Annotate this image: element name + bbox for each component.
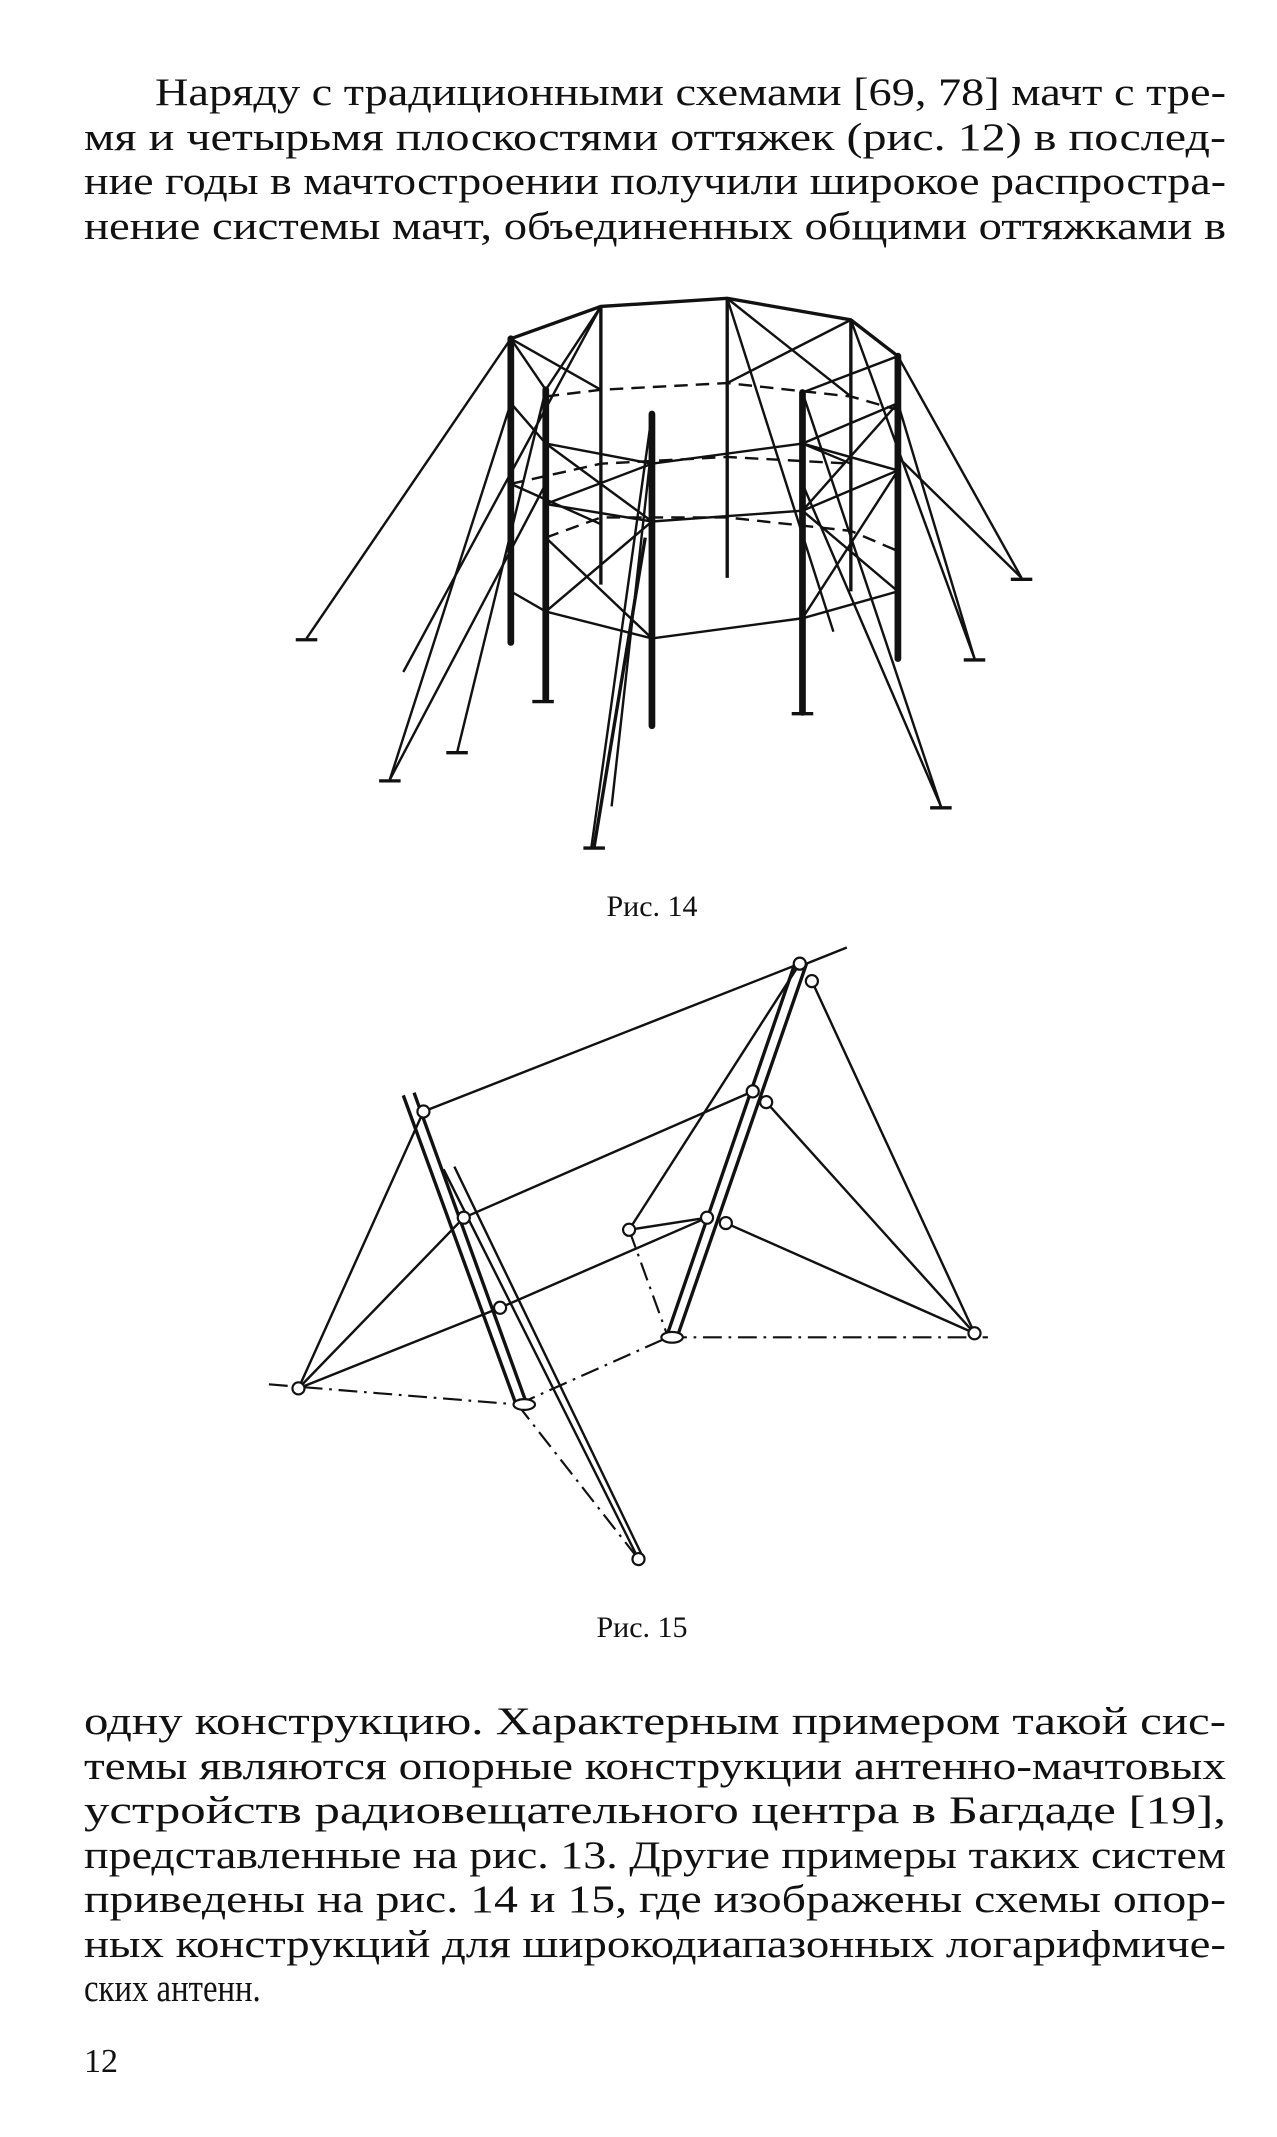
text-line-content: ние годы в мачтостроении получили широко…: [84, 160, 1226, 203]
text-line: Наряду с традиционными схемами [69, 78] …: [84, 71, 1226, 116]
text-line-content: одну конструкцию. Характерным примером т…: [84, 1700, 1226, 1743]
text-line: представленные на рис. 13. Другие пример…: [84, 1834, 1226, 1879]
text-line-content: представленные на рис. 13. Другие пример…: [84, 1833, 1226, 1877]
joint-nodes: [291, 956, 982, 1567]
paragraph-bottom: одну конструкцию. Характерным примером т…: [84, 1700, 1226, 2012]
text-line-content: ских антенн.: [84, 1967, 261, 2010]
text-line-content: мя и четырьмя плоскостями оттяжек (рис. …: [84, 115, 1226, 159]
text-line-content: темы являются опорные конструкции антенн…: [84, 1744, 1226, 1788]
figure-14-mast-system: [295, 296, 1033, 850]
text-line: одну конструкцию. Характерным примером т…: [84, 1700, 1226, 1745]
text-line: мя и четырьмя плоскостями оттяжек (рис. …: [84, 116, 1226, 161]
text-line: нение системы мачт, объединенных общими …: [84, 205, 1226, 250]
text-line: темы являются опорные конструкции антенн…: [84, 1745, 1226, 1790]
figure-15-log-antenna-support: [268, 946, 988, 1567]
text-line-content: устройств радиовещательного центра в Баг…: [84, 1789, 1226, 1832]
text-line-content: нение системы мачт, объединенных общими …: [84, 204, 1226, 248]
text-line: ние годы в мачтостроении получили широко…: [84, 160, 1226, 205]
figure-14-caption: Рис. 14: [606, 890, 698, 923]
text-line: устройств радиовещательного центра в Баг…: [84, 1789, 1226, 1834]
figure-15-caption: Рис. 15: [596, 1611, 688, 1644]
text-line-content: Наряду с традиционными схемами [69, 78] …: [155, 71, 1226, 114]
text-line: ских антенн.: [84, 1967, 1226, 2012]
paragraph-top: Наряду с традиционными схемами [69, 78] …: [84, 71, 1226, 249]
text-line-content: ных конструкций для широкодиапазонных ло…: [84, 1922, 1226, 1966]
text-line: приведены на рис. 14 и 15, где изображен…: [84, 1878, 1226, 1923]
text-line-content: приведены на рис. 14 и 15, где изображен…: [84, 1878, 1226, 1921]
page-number: 12: [84, 2043, 118, 2080]
text-line: ных конструкций для широкодиапазонных ло…: [84, 1923, 1226, 1968]
